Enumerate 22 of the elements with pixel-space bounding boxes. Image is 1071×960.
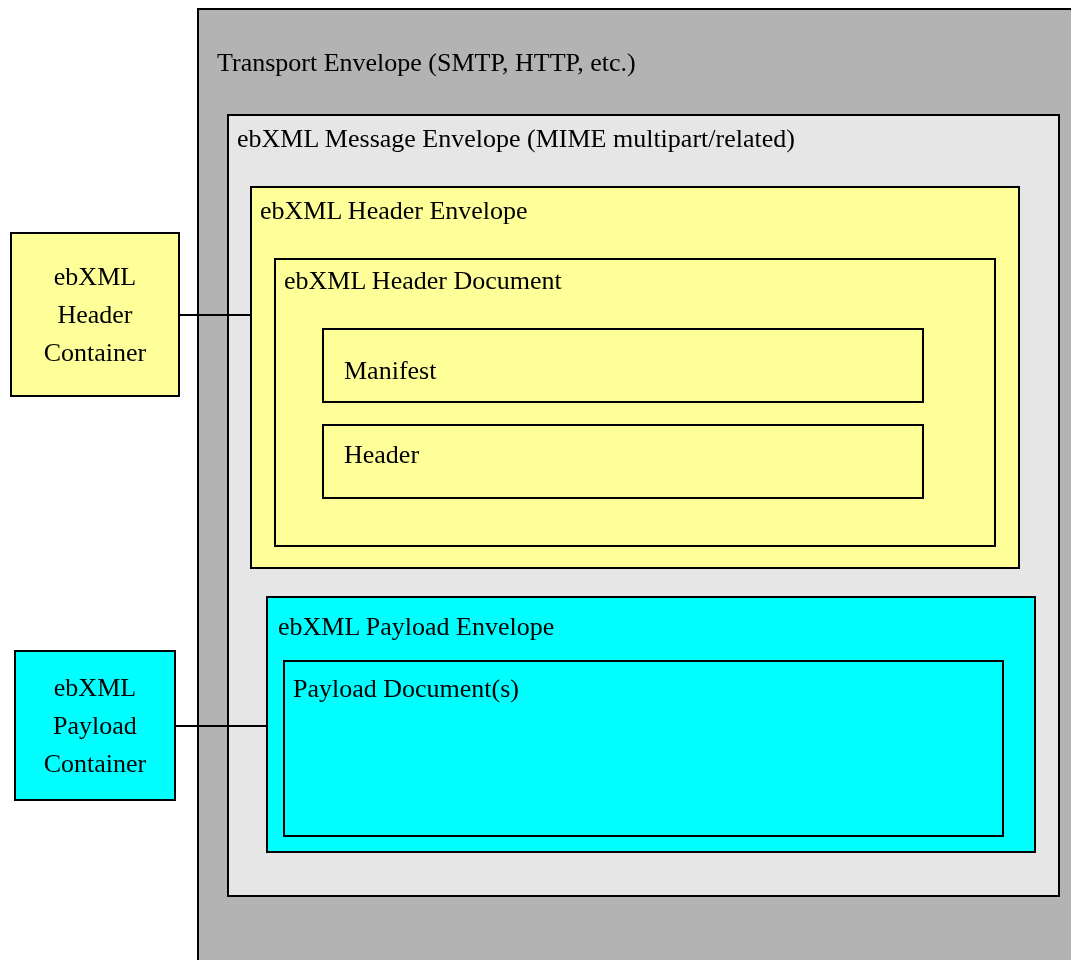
header-container-box bbox=[10, 232, 180, 397]
connector-line bbox=[175, 725, 267, 727]
message-envelope-box bbox=[227, 114, 1060, 897]
payload-document-box bbox=[283, 660, 1004, 837]
connector-line bbox=[179, 314, 251, 316]
manifest-box bbox=[322, 328, 924, 403]
box-title: ebXML Header Document bbox=[284, 266, 562, 296]
header-document-box bbox=[274, 258, 996, 547]
box-title: ebXML Header Envelope bbox=[260, 196, 528, 226]
box-title: ebXML Payload Envelope bbox=[278, 612, 555, 642]
payload-envelope-box bbox=[266, 596, 1036, 853]
box-title: Payload Document(s) bbox=[293, 674, 519, 704]
payload-container-box bbox=[14, 650, 176, 801]
box-title: Transport Envelope (SMTP, HTTP, etc.) bbox=[217, 48, 636, 78]
header-envelope-box bbox=[250, 186, 1020, 569]
box-title: ebXML Message Envelope (MIME multipart/related) bbox=[237, 124, 795, 154]
box-title: ebXML Header Container bbox=[42, 260, 148, 369]
box-title: Header bbox=[344, 440, 420, 470]
header-box bbox=[322, 424, 924, 499]
box-title: ebXML Payload Container bbox=[42, 671, 148, 780]
transport-envelope-box bbox=[197, 8, 1071, 960]
box-title: Manifest bbox=[344, 356, 437, 386]
